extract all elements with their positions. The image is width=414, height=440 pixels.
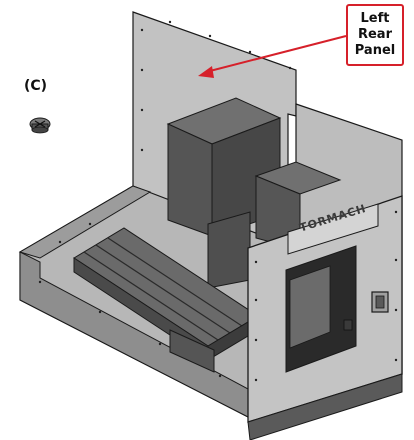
callout-line: Rear: [357, 27, 392, 42]
callout-line: Left: [360, 11, 390, 26]
callout-arrow-head: [198, 66, 214, 78]
table-support: [169, 329, 215, 373]
screw-icon: [29, 117, 51, 134]
table-slot: [95, 244, 231, 334]
part-letter-label: (C): [24, 78, 48, 94]
table-slot: [83, 251, 219, 341]
callout-arrow-line: [205, 35, 347, 73]
callout-box: Left Rear Panel: [346, 4, 404, 66]
panel-screws: [38, 20, 398, 382]
window-latch: [343, 319, 353, 331]
window-inner-block: [289, 265, 331, 349]
front-right-panel-edge: [247, 373, 403, 440]
callout-line: Panel: [354, 43, 396, 58]
panel-port-inner: [375, 295, 385, 309]
table-slot: [107, 237, 243, 327]
spindle-post: [207, 211, 251, 289]
base-tray-rim: [18, 185, 152, 259]
column-front: [167, 123, 213, 237]
brand-plate: [287, 203, 379, 255]
